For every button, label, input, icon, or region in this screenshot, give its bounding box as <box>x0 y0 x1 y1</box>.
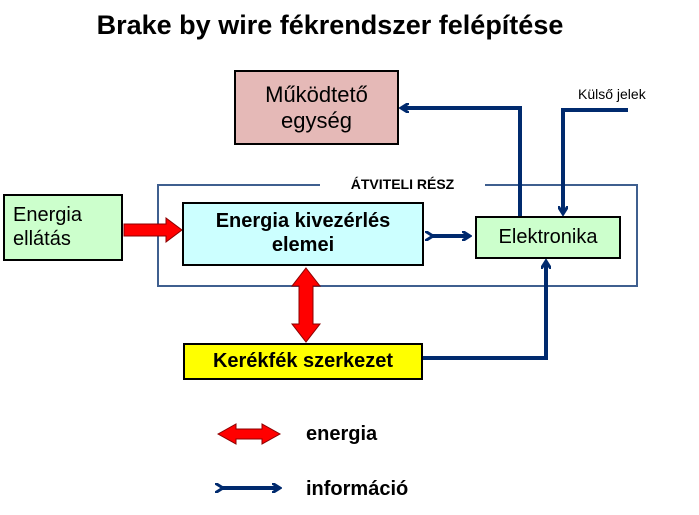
wheel-brake-label: Kerékfék szerkezet <box>212 349 394 372</box>
energy-supply-box: Energia ellátás <box>3 194 123 261</box>
energy-arrow-control-wheelbrake <box>290 267 322 343</box>
legend-energy-arrow <box>216 423 282 445</box>
energy-control-elements-box: Energia kivezérlés elemei <box>182 202 424 266</box>
actuator-unit-box: Működtető egység <box>234 70 399 145</box>
legend-energy-label: energia <box>306 423 378 445</box>
energy-supply-label: Energia ellátás <box>13 203 82 250</box>
electronics-label: Elektronika <box>498 225 598 248</box>
info-arrow-electronics-to-actuator <box>402 108 522 216</box>
transmission-part-label: ÁTVITELI RÉSZ <box>320 176 485 192</box>
wheel-brake-box: Kerékfék szerkezet <box>183 343 423 380</box>
legend-information-label: információ <box>306 478 409 500</box>
transmission-frame <box>157 184 638 287</box>
info-arrow-wheelbrake-to-electronics <box>423 262 546 360</box>
energy-control-elements-label: Energia kivezérlés elemei <box>215 210 391 256</box>
info-arrow-external-signals <box>563 108 628 213</box>
diagram-title: Brake by wire fékrendszer felépítése <box>96 10 564 40</box>
external-signals-label: Külső jelek <box>578 86 646 102</box>
electronics-box: Elektronika <box>475 216 621 259</box>
energy-arrow-supply-to-control <box>123 217 183 243</box>
actuator-unit-label: Működtető egység <box>265 81 368 133</box>
